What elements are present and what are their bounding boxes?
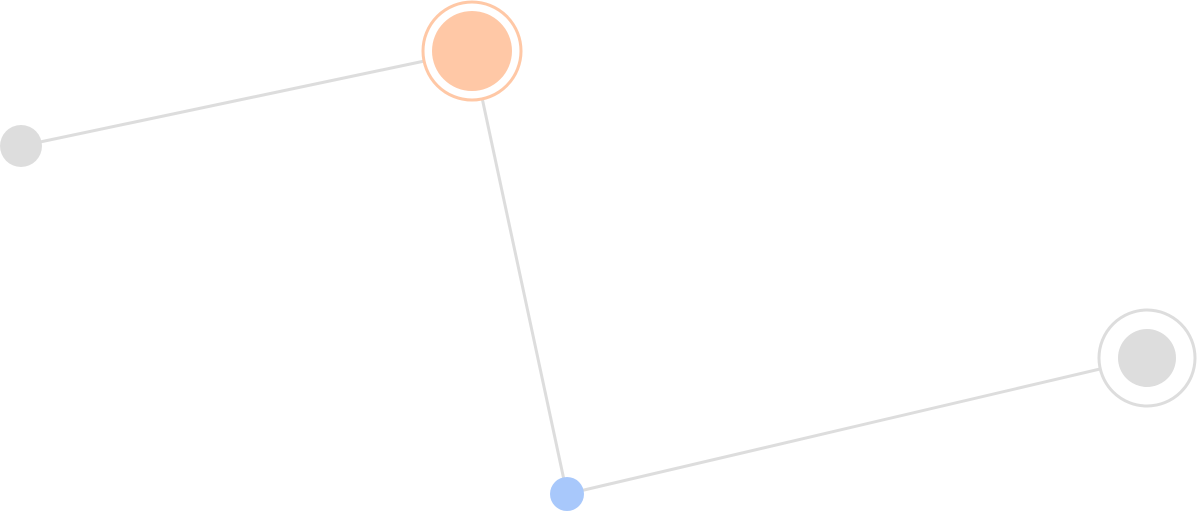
node-left[interactable] <box>0 125 42 167</box>
node-right[interactable] <box>1097 308 1197 408</box>
node-bottom-dot <box>550 477 584 511</box>
graph-edges <box>20 49 1148 496</box>
edge-top-bottom <box>470 50 569 495</box>
node-right-dot <box>1118 329 1176 387</box>
node-bottom[interactable] <box>550 477 584 511</box>
node-top[interactable] <box>421 0 523 102</box>
edge-left-top <box>20 49 473 148</box>
node-left-dot <box>0 125 42 167</box>
node-top-dot <box>432 11 512 91</box>
edge-bottom-right <box>566 356 1148 496</box>
